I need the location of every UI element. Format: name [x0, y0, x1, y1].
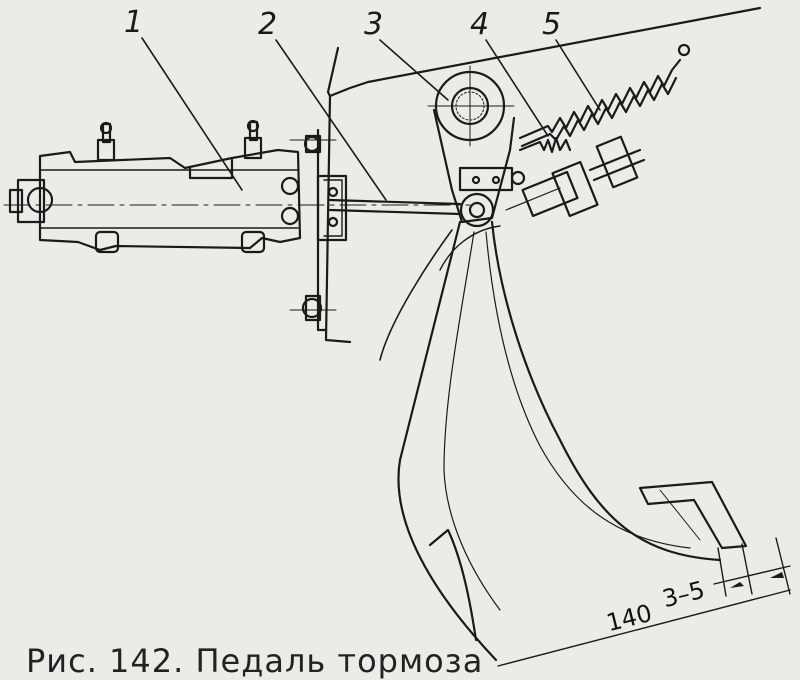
- callout-1: 1: [124, 5, 144, 40]
- callout-2: 2: [258, 7, 278, 42]
- callout-3: 3: [364, 7, 384, 42]
- callout-4: 4: [470, 7, 490, 42]
- callout-5: 5: [542, 7, 562, 42]
- pedal-pivot: [427, 65, 516, 224]
- mounting-bracket: [289, 6, 762, 344]
- leader-lines: [141, 37, 601, 201]
- pedal-arm: [379, 220, 748, 662]
- return-spring: [518, 43, 691, 148]
- stop-light-switch: [505, 135, 646, 218]
- dimension-lines: [497, 537, 791, 667]
- master-cylinder: [8, 119, 302, 254]
- figure-caption: Рис. 142. Педаль тормоза: [26, 642, 484, 680]
